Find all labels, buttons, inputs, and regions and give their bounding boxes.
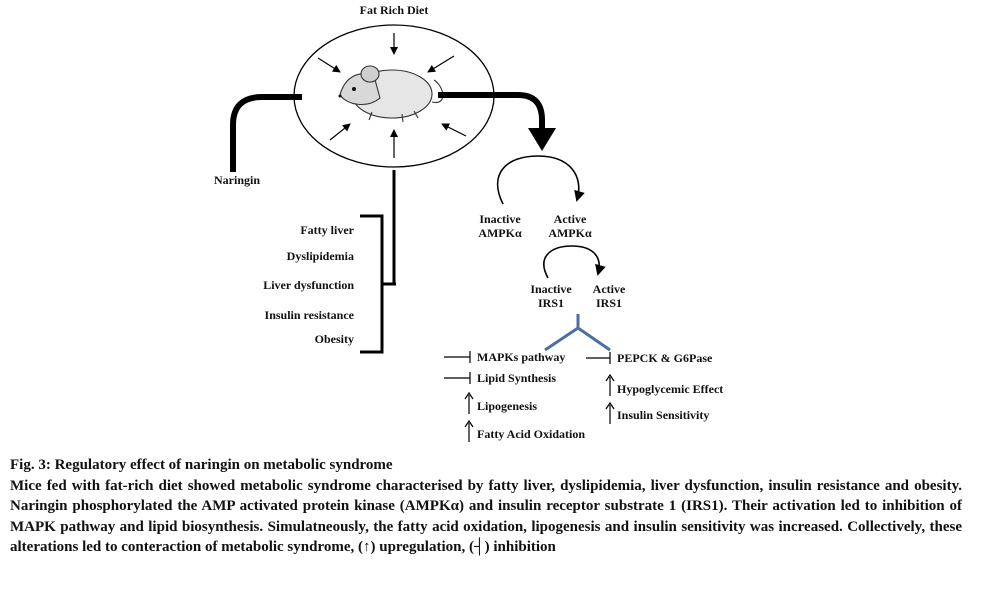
effect-label: Insulin Sensitivity [617, 408, 709, 422]
ampk-cycle-arrow [497, 155, 585, 205]
effect-symbol-upregulation [605, 401, 615, 424]
effect-symbol-inhibition [586, 352, 611, 364]
fat-rich-diet-label: Fat Rich Diet [360, 3, 429, 17]
diet-arrows [317, 33, 467, 158]
syndrome-item: Insulin resistance [265, 308, 355, 322]
ampk-inactive-label: Inactive [479, 212, 521, 226]
ampk-active-label: AMPKα [548, 226, 592, 240]
mouse-icon [338, 65, 444, 123]
naringin-diagram: Fat Rich Diet Naringin Fatty liver Dysli… [214, 3, 723, 442]
activation-arrowhead [528, 128, 556, 151]
syndrome-bracket [360, 214, 384, 354]
effect-label: Lipid Synthesis [477, 371, 556, 385]
effect-label: Lipogenesis [477, 399, 537, 413]
irs1-inactive-label: IRS1 [538, 296, 564, 310]
effect-symbol-upregulation [464, 391, 474, 414]
syndrome-item: Obesity [315, 332, 354, 346]
syndrome-item: Fatty liver [300, 223, 354, 237]
irs1-cycle-arrow [543, 245, 606, 279]
effect-label: PEPCK & G6Pase [617, 351, 713, 365]
effect-symbol-upregulation [605, 373, 615, 396]
naringin-bar [230, 94, 302, 172]
ampk-inactive-label: AMPKα [478, 226, 522, 240]
effect-symbol-inhibition [444, 351, 471, 363]
irs1-inactive-label: Inactive [530, 282, 572, 296]
effect-label: MAPKs pathway [477, 350, 565, 364]
caption-body: Mice fed with fat-rich diet showed metab… [10, 477, 962, 556]
effect-symbol-upregulation [464, 419, 474, 442]
caption-title: Fig. 3: Regulatory effect of naringin on… [10, 457, 393, 473]
figure-caption: Fig. 3: Regulatory effect of naringin on… [10, 455, 962, 558]
naringin-label: Naringin [214, 173, 260, 187]
activation-arrow [438, 92, 545, 132]
syndrome-item: Dyslipidemia [287, 249, 354, 263]
irs1-active-label: IRS1 [596, 296, 622, 310]
ampk-active-label: Active [554, 212, 587, 226]
syndrome-item: Liver dysfunction [263, 278, 354, 292]
irs1-active-label: Active [593, 282, 626, 296]
branch-connector [544, 314, 611, 352]
effect-label: Fatty Acid Oxidation [477, 427, 585, 441]
effect-label: Hypoglycemic Effect [617, 382, 723, 396]
effect-symbol-inhibition [444, 372, 471, 384]
